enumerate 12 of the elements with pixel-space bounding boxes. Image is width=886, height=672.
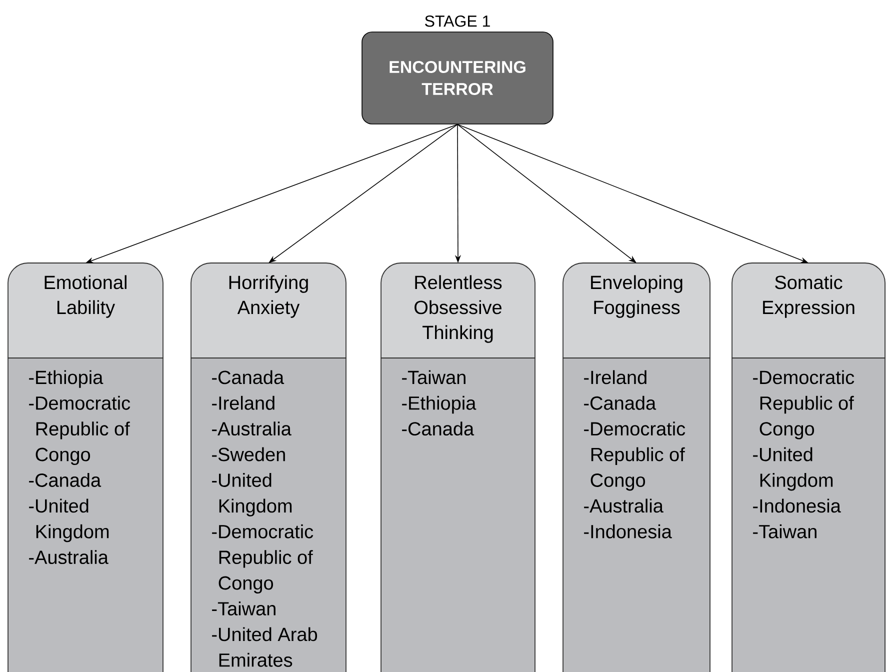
- title-box: ENCOUNTERING TERROR: [362, 32, 554, 124]
- category-column: Relentless Obsessive Thinking -Taiwan -Ethiopia -Canada: [380, 262, 536, 672]
- node-label: Relentless Obsessive Thinking: [414, 275, 502, 343]
- node-label: Enveloping Fogginess: [591, 275, 682, 318]
- category-column: Somatic Expression -Democratic Republic of Congo -United Kingdom -Indonesia -Taiwan: [732, 262, 886, 672]
- node-label: Emotional Lability: [44, 275, 126, 318]
- category-column: Emotional Lability -Ethiopia -Democratic Republic of Congo -Canada -United Kingdom -Australia: [8, 262, 164, 672]
- node-label: Horrifying Anxiety: [229, 275, 308, 318]
- stage-label: STAGE 1: [425, 15, 490, 27]
- category-column: Horrifying Anxiety -Canada -Ireland -Australia -Sweden -United Kingdom -Democratic Republic of Congo -Taiwan -United Arab Emirates: [190, 262, 346, 672]
- node-label: Somatic Expression: [763, 275, 854, 318]
- category-column: Enveloping Fogginess -Ireland -Canada -Democratic Republic of Congo -Australia -Indonesia: [562, 262, 710, 672]
